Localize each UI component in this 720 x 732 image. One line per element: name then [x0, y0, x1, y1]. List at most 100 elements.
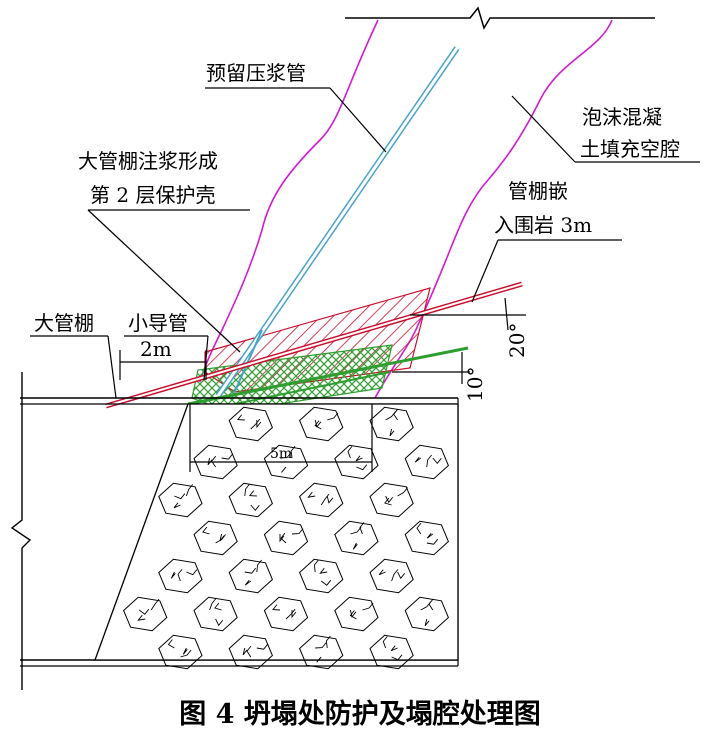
rock-hexagon [369, 406, 414, 442]
rock-hexagon [193, 520, 238, 556]
label-small-pipe: 小导管 [128, 311, 188, 335]
rock-crack [290, 445, 296, 459]
label-shell-1: 大管棚注浆形成 [78, 149, 218, 173]
rock-hexagon [228, 634, 273, 670]
rock-crack [384, 497, 392, 506]
rock-hexagon [158, 558, 203, 594]
rock-crack [219, 533, 225, 542]
rock-crack [390, 645, 398, 652]
figure-caption: 图 4 坍塌处防护及塌腔处理图 [179, 699, 541, 730]
rock-hexagon [228, 482, 273, 518]
rock-crack [256, 419, 262, 429]
rock-crack [320, 579, 332, 586]
label-foam-concrete-1: 泡沫混凝 [582, 105, 662, 129]
rock-crack [389, 428, 395, 437]
rock-crack [426, 454, 432, 468]
rock-crack [167, 639, 175, 649]
collapsed-rock-body [94, 403, 459, 661]
small-guide-pipe [187, 346, 469, 406]
rock-crack [180, 649, 192, 658]
rock-crack [236, 414, 245, 421]
rock-crack [177, 569, 183, 582]
rock-hexagon [158, 482, 203, 518]
rock-crack [279, 534, 285, 543]
rock-crack [211, 455, 217, 468]
rock-crack [214, 602, 222, 611]
rock-crack [356, 464, 368, 471]
rock-crack [325, 635, 331, 649]
rock-crack [349, 610, 357, 620]
rock-crack [307, 491, 316, 498]
rock-hexagon [404, 520, 449, 556]
rock-crack [174, 493, 186, 500]
rock-crack [385, 495, 394, 504]
rock-crack [355, 455, 363, 462]
label-angle-20: 20° [505, 323, 529, 358]
rock-crack [426, 532, 434, 539]
rock-crack [382, 636, 388, 649]
rock-hexagon [299, 482, 344, 518]
rock-crack [250, 504, 260, 512]
label-shell-2: 第 2 层保护壳 [90, 183, 215, 207]
rock-hexagon [299, 634, 344, 670]
rock-hexagon [404, 444, 449, 480]
rock-crack [182, 647, 188, 655]
rock-crack [244, 483, 250, 497]
rock-crack [362, 602, 374, 611]
rock-crack [244, 567, 257, 574]
rock-crack [426, 538, 439, 545]
label-embed-1: 管棚嵌 [508, 179, 568, 203]
rock-crack [397, 571, 406, 580]
label-grouting-pipe: 预留压浆管 [206, 61, 306, 85]
label-embed-2: 入围岩 3m [494, 213, 592, 237]
rock-fill-pattern [123, 406, 449, 670]
rock-crack [350, 526, 362, 535]
rock-crack [185, 484, 194, 497]
rock-crack [285, 608, 296, 620]
rock-crack [416, 522, 422, 535]
rock-crack [316, 656, 322, 663]
rock-crack [137, 614, 146, 621]
rock-crack [391, 569, 399, 582]
rock-crack [327, 412, 339, 421]
rock-crack [280, 532, 287, 544]
rock-crack [173, 502, 181, 509]
label-dim-2m: 2m [140, 337, 172, 361]
rock-crack [209, 598, 217, 611]
rock-hexagon [369, 482, 414, 518]
rock-hexagon [334, 596, 379, 632]
rock-crack [256, 643, 269, 650]
rock-crack [150, 598, 160, 611]
left-boundary [10, 372, 32, 690]
label-pipe-roof: 大管棚 [34, 311, 94, 335]
cavity-left-boundary [199, 19, 379, 383]
rock-hexagon [193, 444, 238, 480]
rock-crack [320, 493, 330, 506]
rock-hexagon [123, 596, 168, 632]
rock-crack [242, 647, 248, 656]
rock-crack [291, 528, 304, 535]
rock-crack [326, 495, 334, 504]
rock-crack [414, 456, 422, 463]
rock-crack [250, 418, 261, 430]
rock-hexagon [228, 558, 273, 594]
rock-crack [279, 452, 292, 459]
rock-crack [246, 645, 252, 658]
rock-hexagon [228, 406, 273, 442]
rock-crack [315, 642, 327, 649]
rock-crack [256, 559, 262, 573]
rock-crack [186, 569, 198, 576]
rock-crack [397, 487, 408, 497]
rock-crack [272, 604, 281, 611]
rock-crack [244, 579, 252, 586]
rock-hexagon [263, 520, 309, 556]
rock-crack [138, 608, 150, 615]
label-dim-5m: 5m [270, 446, 292, 462]
label-angle-10: 10° [463, 367, 487, 402]
rock-crack [313, 559, 319, 573]
rock-crack [221, 453, 233, 460]
rock-crack [391, 654, 403, 661]
rock-crack [393, 408, 399, 421]
rock-crack [319, 567, 328, 574]
